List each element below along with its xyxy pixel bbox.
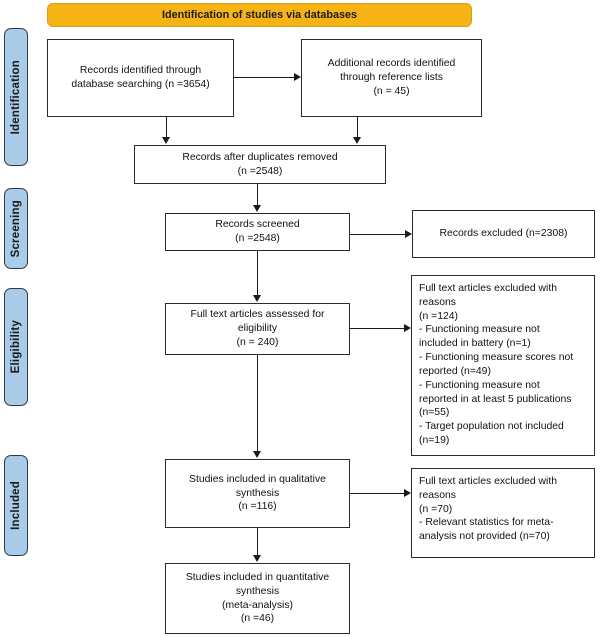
node-line: Additional records identified (327, 58, 456, 70)
stage-label-screening: Screening (4, 188, 28, 269)
connector-qualitative-to-meta-excluded (350, 493, 404, 495)
node-line: reasons (419, 296, 456, 308)
arrowhead-screened-to-excluded (405, 230, 412, 238)
stage-label-identification: Identification (4, 28, 28, 166)
node-line: Records screened (215, 219, 300, 231)
node-line: (n =124) (419, 310, 458, 322)
node-line: through reference lists (340, 72, 443, 84)
node-line: - Functioning measure scores not (419, 352, 574, 364)
node-line: Records excluded (n=2308) (439, 228, 568, 240)
connector-fulltext-to-qualitative (257, 355, 259, 451)
arrowhead-identified-to-additional (294, 73, 301, 81)
node-line: synthesis (235, 487, 280, 499)
node-line: Full text articles excluded with (419, 476, 558, 487)
node-line: eligibility (237, 323, 278, 335)
arrowhead-duplicates-to-screened (253, 205, 261, 212)
arrowhead-fulltext-to-qualitative (253, 451, 261, 458)
node-line: (meta-analysis) (221, 599, 294, 611)
node-line: (n = 240) (236, 336, 279, 348)
stage-label-included: Included (4, 455, 28, 556)
node-line: - Functioning measure not (419, 324, 540, 336)
arrowhead-screened-to-fulltext (253, 295, 261, 302)
node-fulltext-excluded-reasons: Full text articles excluded with reasons… (411, 275, 595, 456)
node-line: (n =70) (419, 503, 453, 515)
node-line: Records after duplicates removed (182, 151, 338, 163)
node-line: - Functioning measure not (419, 379, 540, 391)
node-line: reasons (419, 489, 456, 501)
node-records-identified: Records identified through database sear… (47, 39, 234, 117)
stage-label-eligibility-text: Eligibility (10, 320, 22, 374)
node-records-screened: Records screened (n =2548) (165, 213, 350, 251)
node-line: included in battery (n=1) (419, 338, 531, 350)
arrowhead-identified-to-duplicates (162, 137, 170, 144)
node-additional-records: Additional records identified through re… (301, 39, 482, 117)
arrowhead-qualitative-to-quantitative (253, 555, 261, 562)
stage-label-included-text: Included (10, 481, 22, 530)
connector-duplicates-to-screened (257, 184, 259, 206)
connector-identified-to-additional (234, 77, 294, 79)
node-line: (n =2548) (237, 165, 283, 177)
stage-label-identification-text: Identification (10, 59, 22, 135)
connector-additional-to-duplicates (357, 117, 359, 138)
connector-fulltext-to-excluded-reasons (350, 328, 404, 330)
node-line: (n=55) (419, 407, 450, 419)
stage-label-screening-text: Screening (10, 199, 22, 258)
stage-label-eligibility: Eligibility (4, 288, 28, 406)
node-line: reported in at least 5 publications (419, 393, 572, 405)
connector-qualitative-to-quantitative (257, 528, 259, 556)
node-line: reported (n=49) (419, 365, 491, 377)
node-line: (n = 45) (373, 85, 410, 97)
node-line: Studies included in qualitative (189, 473, 326, 485)
arrowhead-qualitative-to-meta-excluded (404, 489, 411, 497)
diagram-banner: Identification of studies via databases (47, 3, 472, 27)
node-line: Full text articles excluded with (419, 283, 558, 294)
node-qualitative-synthesis: Studies included in qualitative synthesi… (165, 459, 350, 528)
node-line: (n =116) (238, 501, 277, 513)
node-line: (n =2548) (235, 233, 280, 244)
node-line: Records identified through (79, 65, 202, 77)
node-line: - Target population not included (419, 421, 564, 433)
node-line: analysis not provided (n=70) (419, 531, 550, 543)
diagram-banner-label: Identification of studies via databases (162, 9, 357, 21)
node-records-excluded: Records excluded (n=2308) (412, 210, 595, 258)
node-line: database searching (n =3654) (71, 79, 210, 90)
connector-identified-to-duplicates (166, 117, 168, 138)
node-line: Full text articles assessed for (190, 309, 325, 321)
connector-screened-to-fulltext (257, 251, 259, 296)
node-line: Studies included in quantitative (185, 571, 330, 583)
node-meta-excluded-reasons: Full text articles excluded with reasons… (411, 468, 595, 558)
node-quantitative-synthesis: Studies included in quantitative synthes… (165, 563, 350, 634)
node-records-after-duplicates: Records after duplicates removed (n =254… (134, 145, 386, 184)
node-fulltext-assessed: Full text articles assessed for eligibil… (165, 303, 350, 355)
node-line: - Relevant statistics for meta- (419, 517, 554, 529)
node-line: synthesis (235, 585, 280, 597)
node-line: (n =46) (240, 613, 275, 625)
arrowhead-additional-to-duplicates (353, 137, 361, 144)
node-line: (n=19) (419, 435, 450, 447)
arrowhead-fulltext-to-excluded-reasons (404, 324, 411, 332)
connector-screened-to-excluded (350, 234, 405, 236)
